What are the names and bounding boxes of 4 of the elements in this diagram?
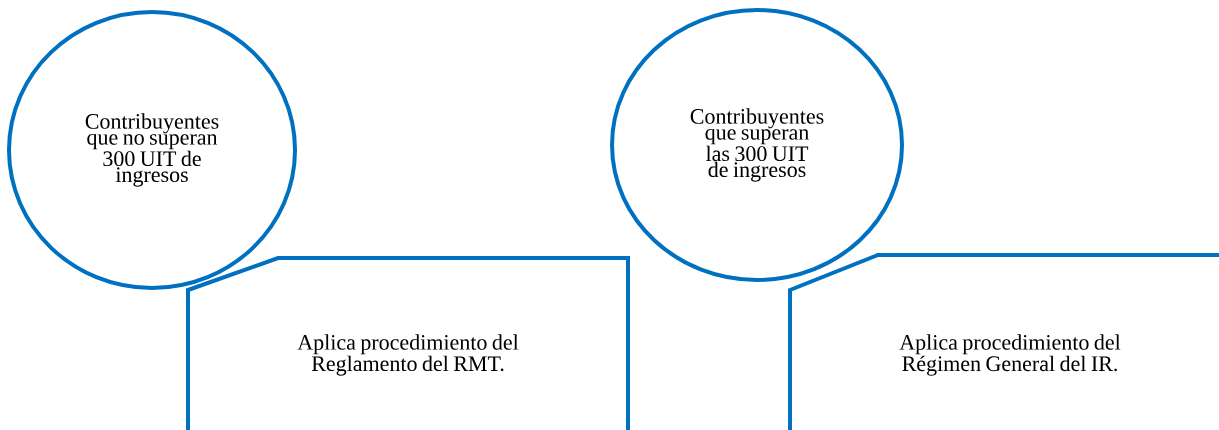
speech-bubble: Contribuyentes que superan las 300 UIT de ingresos [610, 8, 904, 282]
text-box: Aplica procedimiento del Régimen General del IR. [788, 253, 1219, 430]
speech-bubble: Contribuyentes que no superan 300 UIT de ingresos [7, 10, 297, 290]
text-box: Aplica procedimiento del Reglamento del RMT. [186, 256, 630, 430]
